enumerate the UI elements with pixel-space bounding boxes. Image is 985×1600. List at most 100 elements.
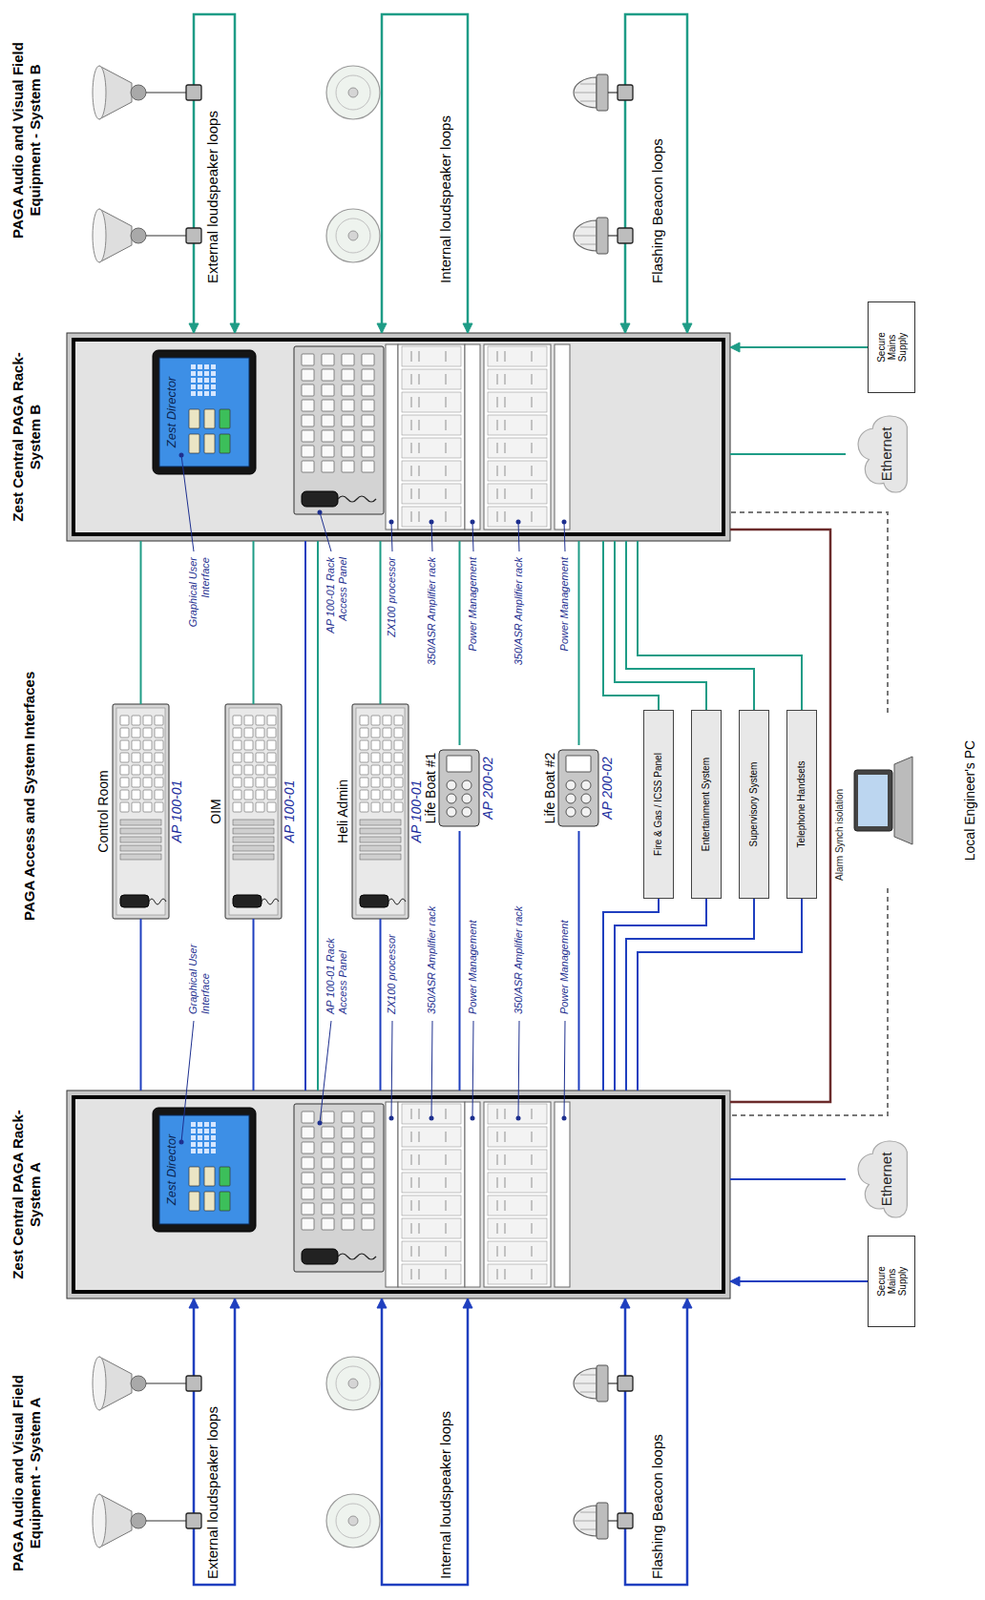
- screen-grid-cell: [190, 1129, 196, 1134]
- rack-node: Zest Central PAGA Rack-System AZest Dire…: [9, 1090, 731, 1300]
- panel-key: [143, 777, 152, 788]
- screen-grid-cell: [190, 371, 196, 377]
- model-number: AP 200-02: [480, 745, 497, 832]
- screen-grid-cell: [210, 1129, 216, 1134]
- module-detail: [497, 465, 532, 477]
- screen-grid-cell: [204, 1122, 210, 1128]
- loop-wire: [193, 14, 235, 334]
- panel-key: [359, 740, 369, 751]
- panel-fader: [232, 845, 274, 852]
- screen-grid-cell: [204, 364, 210, 370]
- connector-line: [730, 529, 831, 1103]
- connector: [379, 541, 381, 705]
- panel-key: [361, 415, 375, 427]
- panel-key: [341, 1188, 355, 1200]
- screen-grid-cell: [190, 1142, 196, 1148]
- connector-line: [140, 919, 143, 1091]
- module-detail: [497, 1109, 532, 1120]
- loop-arrowhead: [188, 323, 199, 334]
- panel-fader: [359, 828, 401, 835]
- panel-key: [244, 777, 253, 788]
- lb-node: Life Boat #2AP 200-02: [542, 745, 616, 832]
- panel-key: [321, 430, 335, 442]
- drop-wire: [607, 1520, 618, 1522]
- panel-key: [361, 1127, 375, 1139]
- screen-grid-cell: [210, 1122, 216, 1128]
- panel-fader: [232, 819, 274, 826]
- panel-key: [301, 1218, 315, 1231]
- section-title: PAGA Audio and Visual Field Equipment - …: [9, 20, 44, 260]
- speaker-centre: [348, 87, 358, 98]
- panel-key: [371, 715, 380, 726]
- screen-grid-cell: [197, 364, 203, 370]
- leader-line: [319, 1021, 332, 1124]
- panel-key: [120, 740, 129, 751]
- lifeboat-key: [446, 807, 457, 818]
- module-detail: [411, 465, 446, 477]
- panel-key: [341, 1127, 355, 1139]
- loop-label: External loudspeaker loops: [204, 1406, 222, 1580]
- amplifier-module: [401, 1127, 462, 1148]
- panel-key: [341, 1218, 355, 1231]
- screen-grid-cell: [190, 1149, 196, 1154]
- speaker-ring: [335, 1504, 371, 1539]
- amplifier-rack: [398, 344, 465, 530]
- amplifier-module: [401, 392, 462, 413]
- loop-arrowhead: [682, 323, 692, 334]
- leader-line: [472, 1021, 474, 1119]
- rack-title: Zest Central PAGA Rack-System B: [9, 333, 44, 542]
- amplifier-module: [401, 1195, 462, 1216]
- drop-wire: [607, 91, 618, 93]
- loop-arrowhead: [230, 1299, 240, 1309]
- power-unit: [554, 344, 570, 530]
- panel-key: [154, 777, 164, 788]
- panel-key: [341, 1173, 355, 1185]
- leader-dot: [516, 520, 522, 525]
- processor-unit: [385, 344, 399, 530]
- panel-key: [371, 777, 380, 788]
- module-detail: [497, 419, 532, 431]
- connector-line: [626, 899, 755, 1091]
- monitor-bezel: [152, 1108, 256, 1233]
- access-panel: [112, 704, 169, 920]
- rack-cabinet: [66, 1090, 731, 1300]
- panel-key: [361, 1173, 375, 1185]
- connector: [730, 888, 888, 1116]
- screen-grid-cell: [204, 391, 210, 397]
- junction-box: [617, 1376, 633, 1392]
- panel-key: [120, 777, 129, 788]
- cloud-node: Ethernet: [845, 1135, 921, 1224]
- callout-label: 350/ASR Amplifier rack: [425, 904, 439, 1017]
- station-name: Life Boat #1: [422, 745, 441, 832]
- handset-cord: [337, 1254, 377, 1260]
- speaker-ring: [335, 1366, 371, 1402]
- leader-dot: [516, 1116, 522, 1122]
- panel-key: [120, 753, 129, 763]
- loop-wire: [193, 1299, 235, 1586]
- junction-box: [186, 228, 202, 244]
- panel-key: [301, 384, 315, 397]
- screen-button: [204, 409, 215, 429]
- panel-key: [154, 790, 164, 800]
- connector: [637, 541, 802, 711]
- screen-grid-cell: [204, 384, 210, 390]
- amplifier-module: [401, 1241, 462, 1262]
- panel-key: [267, 790, 276, 800]
- screen-grid-cell: [204, 1129, 210, 1134]
- leader-line: [181, 1021, 194, 1143]
- handset: [232, 895, 262, 908]
- handset-cord: [261, 899, 279, 905]
- screen-grid-cell: [197, 371, 203, 377]
- panel-fader: [120, 845, 162, 852]
- panel-key: [341, 1111, 355, 1124]
- junction-box: [186, 84, 202, 101]
- callout-label: Power Management: [466, 555, 480, 653]
- amplifier-module: [487, 346, 547, 367]
- panel-key: [321, 1203, 335, 1216]
- screen-grid-cell: [210, 377, 216, 383]
- loop-wire: [381, 1299, 468, 1586]
- screen-grid-cell: [210, 391, 216, 397]
- beacon-cage: [573, 83, 597, 102]
- amplifier-module: [401, 1264, 462, 1285]
- amplifier-module: [401, 438, 462, 459]
